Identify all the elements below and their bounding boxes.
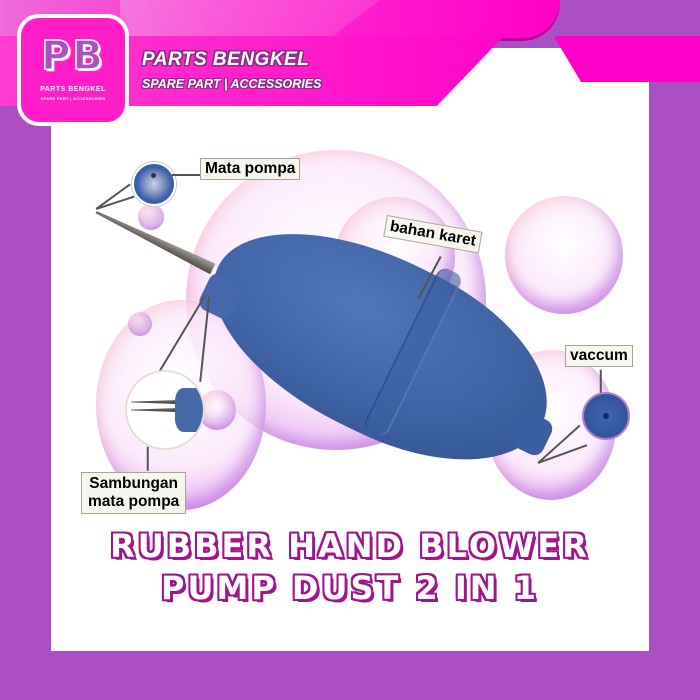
brand-title: PARTS BENGKEL — [142, 49, 310, 70]
bubble-right-top — [505, 196, 623, 314]
vacuum-inset — [582, 392, 630, 440]
leader-line — [147, 446, 149, 471]
callout-sambungan: Sambungan mata pompa — [81, 472, 187, 514]
leader-line — [172, 174, 200, 176]
logo-subtitle: SPARE PART | ACCESSORIES — [40, 96, 106, 101]
bubble-small-2 — [128, 312, 152, 336]
connector-rubber — [175, 388, 203, 432]
header-band-right — [555, 36, 700, 82]
callout-sambungan-line2: mata pompa — [88, 493, 180, 510]
callout-mata-pompa: Mata pompa — [200, 158, 301, 180]
brand-logo: PB PARTS BENGKEL SPARE PART | ACCESSORIE… — [17, 14, 129, 126]
nozzle-hole-icon — [151, 173, 156, 178]
connector-pin — [131, 408, 177, 412]
logo-mark: PB — [40, 33, 105, 79]
callout-vaccum: vaccum — [565, 345, 633, 367]
bubble-small-1 — [138, 204, 164, 230]
vacuum-hole-icon — [603, 413, 609, 419]
logo-title: PARTS BENGKEL — [40, 86, 106, 93]
brand-subtitle: SPARE PART | ACCESSORIES — [142, 77, 322, 91]
callout-sambungan-line1: Sambungan — [89, 475, 178, 492]
headline-line2: PUMP DUST 2 IN 1 — [161, 569, 539, 607]
connector-inset — [125, 370, 205, 450]
nozzle-tip-inset — [132, 162, 176, 206]
connector-pin — [131, 400, 177, 404]
headline-line1: RUBBER HAND BLOWER — [110, 527, 590, 565]
header-band-highlight — [120, 0, 380, 40]
